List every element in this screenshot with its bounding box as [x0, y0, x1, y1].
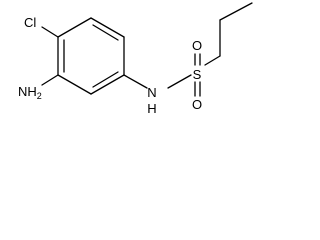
atom-oxygen-top-label: O: [192, 38, 202, 53]
bond-ring-6: [57, 17, 92, 38]
bond-c-n: [123, 74, 148, 89]
atom-sulfonamide-h-label: H: [147, 101, 156, 116]
bond-ring-4: [57, 74, 92, 95]
bond-c-nh2: [41, 74, 59, 86]
bond-c2-c3: [219, 2, 253, 21]
atom-amino-label: NH2: [18, 84, 42, 101]
atom-amino-main: NH: [18, 84, 37, 99]
atom-amino-subscript: 2: [37, 91, 42, 101]
bond-c-cl: [41, 26, 59, 38]
bond-s-c1: [204, 55, 221, 66]
bond-ring-double-1: [92, 24, 119, 41]
bond-ring-3: [90, 74, 125, 95]
atom-chlorine-label: Cl: [24, 15, 36, 30]
bond-ring-double-2: [92, 71, 119, 88]
benzene-ring: [57, 17, 125, 95]
atom-sulfur-label: S: [193, 67, 202, 82]
bond-n-s: [167, 74, 192, 89]
bond-ring-1: [90, 17, 125, 38]
atom-oxygen-bottom-label: O: [192, 97, 202, 112]
chemical-structure: Cl NH2 N H S O O: [18, 2, 253, 116]
atom-sulfonamide-n-label: N: [147, 85, 156, 100]
